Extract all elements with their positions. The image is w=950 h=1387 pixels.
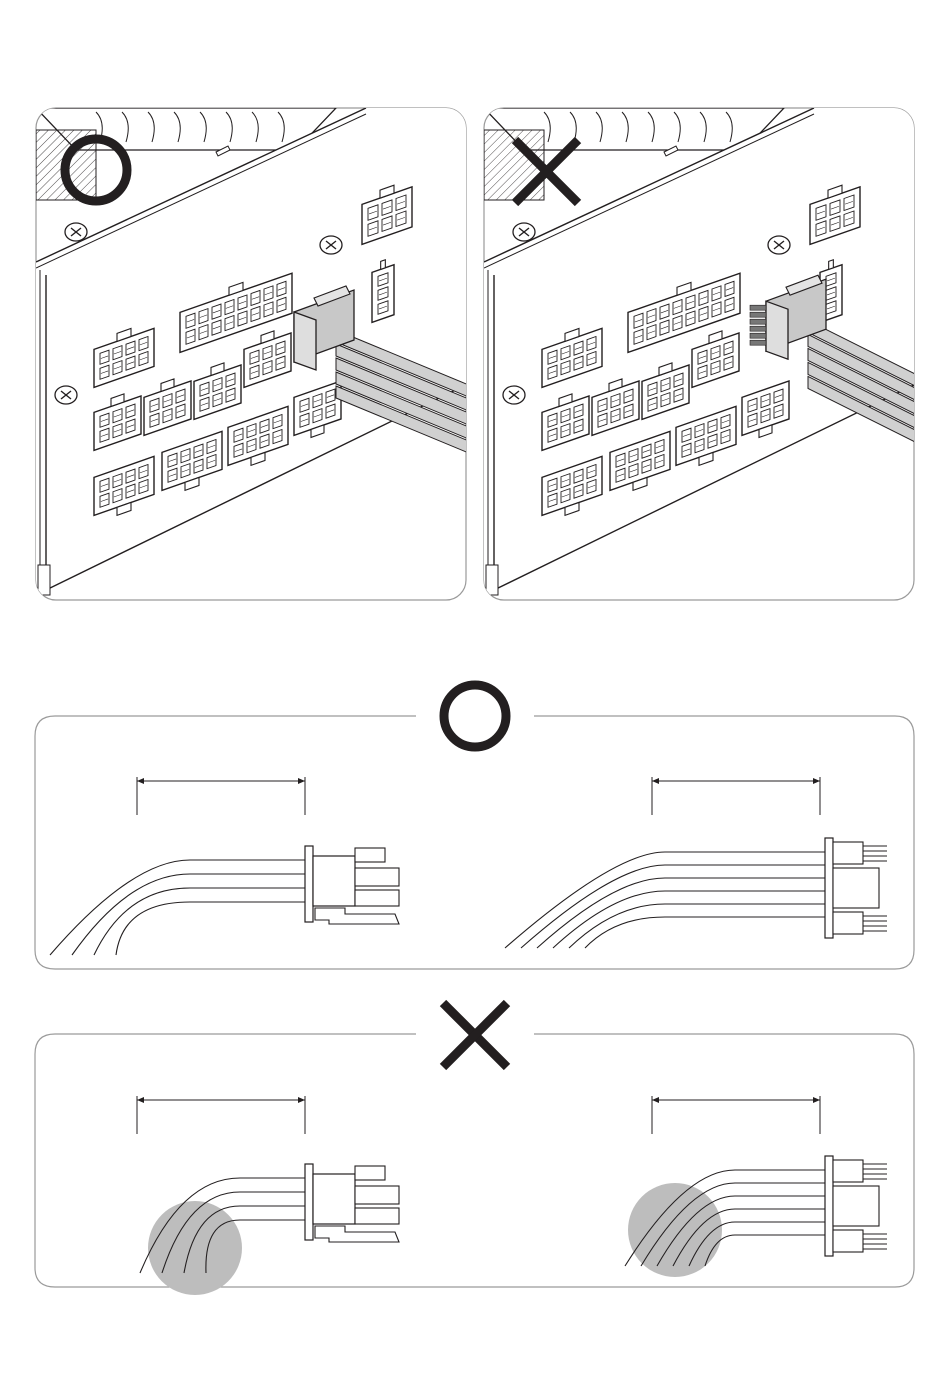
plug-latch [315,908,399,924]
stress-highlight [148,1201,242,1295]
wire [569,904,825,948]
exposed-pin [750,319,766,324]
screw-icon [65,223,87,241]
cable-8pin [505,838,887,948]
exposed-pin [750,340,766,345]
dimension-marker [652,1096,820,1134]
plug-housing [305,846,313,922]
screw-icon [55,386,77,404]
wire [585,917,825,948]
plug-housing [825,1156,833,1256]
incorrect-cross-icon [443,1003,507,1067]
screw-icon [513,223,535,241]
wire [94,888,305,955]
chassis-foot [486,565,498,595]
cable-8pin [625,1156,887,1277]
plug-latch [315,1226,399,1242]
exposed-pin [750,326,766,331]
psu-panel-incorrect [484,108,924,600]
bend-panel-correct [35,685,914,969]
exposed-pin [750,305,766,310]
dimension-marker [137,777,305,815]
bend-panel-incorrect [35,1003,914,1295]
wire [116,902,305,955]
plug-housing [825,838,833,938]
cable-bend-examples [137,1096,887,1295]
plug-housing [305,1164,313,1240]
cable-6pin [140,1164,399,1295]
wire [72,874,305,955]
screw-icon [320,236,342,254]
cable-6pin [50,846,399,955]
cable-bend-examples [50,777,887,955]
psu-panel-correct [36,108,476,600]
dimension-marker [652,777,820,815]
chassis-foot [38,565,50,595]
correct-circle-icon [444,685,506,747]
dimension-marker [137,1096,305,1134]
exposed-pin [750,333,766,338]
exposed-pin [750,312,766,317]
screw-icon [503,386,525,404]
wire [705,1235,825,1266]
screw-icon [768,236,790,254]
